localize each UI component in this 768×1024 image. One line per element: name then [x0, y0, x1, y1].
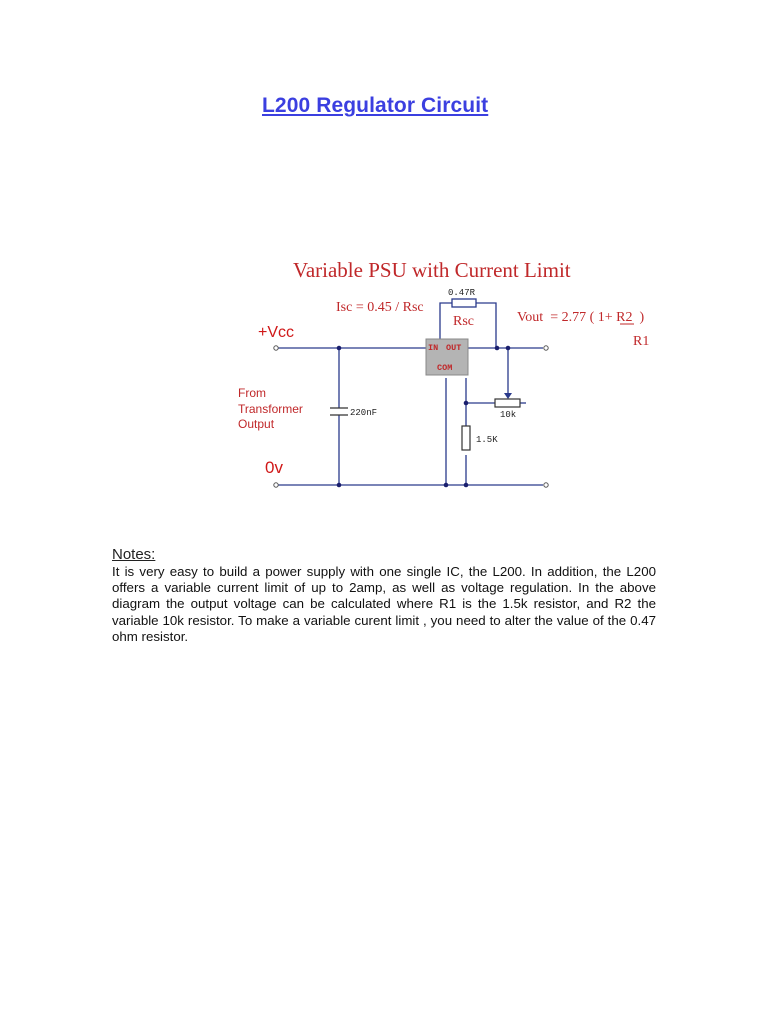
notes-body: It is very easy to build a power supply … — [112, 564, 656, 644]
capacitor-220nf — [330, 407, 348, 416]
isc-formula: Isc = 0.45 / Rsc — [336, 300, 424, 315]
ic-out-label: OUT — [446, 343, 461, 353]
from-label-line3: Output — [238, 417, 275, 431]
pot-wiper-arrow — [504, 393, 512, 399]
zero-v-terminal — [273, 482, 279, 488]
pot-10k — [494, 398, 521, 408]
junction-node — [336, 482, 342, 488]
rsc-value-label: 0.47R — [448, 288, 476, 298]
vcc-terminal — [273, 345, 279, 351]
capacitor-label: 220nF — [350, 408, 377, 418]
junction-node — [494, 345, 500, 351]
rsc-resistor — [439, 298, 497, 347]
junction-node — [336, 345, 342, 351]
from-label-line1: From — [238, 386, 266, 400]
notes-heading: Notes: — [112, 546, 156, 563]
from-label-line2: Transformer — [238, 402, 303, 416]
ground-out-terminal — [543, 482, 549, 488]
ic-com-label: COM — [437, 363, 452, 373]
circuit-diagram: Variable PSU with Current Limit 0.47R Rs… — [230, 250, 670, 500]
resistor-1-5k — [461, 425, 471, 451]
vcc-label: +Vcc — [258, 324, 294, 341]
l200-ic — [425, 338, 469, 376]
vout-denominator: R1 — [633, 334, 649, 349]
pot-label: 10k — [500, 410, 516, 420]
junction-node — [505, 345, 511, 351]
junction-node — [463, 400, 469, 406]
resistor-label: 1.5K — [476, 435, 498, 445]
ic-in-label: IN — [428, 343, 438, 353]
junction-node — [463, 482, 469, 488]
diagram-title: Variable PSU with Current Limit — [293, 258, 571, 282]
zero-v-label: 0v — [265, 458, 283, 477]
notes-section: Notes: It is very easy to build a power … — [112, 546, 656, 645]
junction-node — [443, 482, 449, 488]
vout-formula: Vout = 2.77 ( 1+ R2 ) — [517, 310, 644, 325]
rsc-name-label: Rsc — [453, 314, 474, 329]
vout-terminal — [543, 345, 549, 351]
page-title[interactable]: L200 Regulator Circuit — [262, 94, 489, 117]
